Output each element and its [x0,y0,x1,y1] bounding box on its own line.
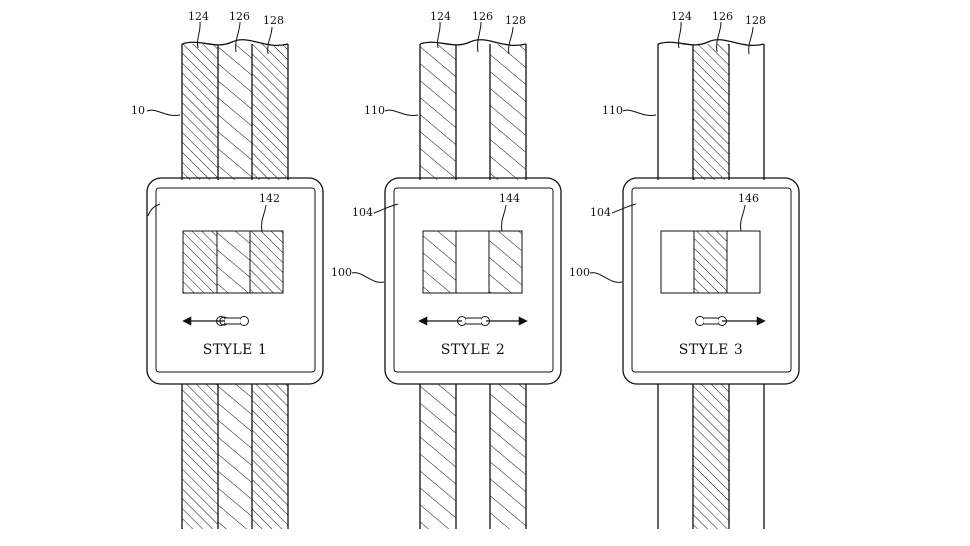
ref-housing: 104 [590,206,611,219]
ref-swatch: 144 [499,192,520,205]
scroll-indicator [182,316,249,326]
watch-style-2: STYLE 2 124 126 128 110 104 100 144 [331,10,562,529]
style-label: STYLE 2 [441,342,506,358]
ref-band-mid: 126 [712,10,733,23]
ref-band-left: 124 [188,10,209,23]
band-torn-edge [182,30,288,46]
ref-body: 100 [331,266,352,279]
ref-swatch: 142 [259,192,280,205]
band-top [657,30,765,180]
ref-band-mid: 126 [229,10,250,23]
watch-display [631,187,792,373]
watch-display [155,187,316,373]
band-bottom [181,384,289,529]
ref-housing: 104 [352,206,373,219]
band-top [181,30,289,180]
ref-band-left: 124 [430,10,451,23]
ref-band-left: 124 [671,10,692,23]
ref-band-mid: 126 [472,10,493,23]
watch-housing [146,177,324,385]
ref-band: 10 [131,104,145,117]
style-swatch [660,230,761,294]
watch-style-1: STYLE 1 124 126 128 10 142 [131,10,324,529]
band-top [419,30,527,180]
style-swatch [422,230,523,294]
scroll-indicator [695,316,766,326]
ref-body: 100 [569,266,590,279]
watch-display [393,187,554,373]
style-swatch [182,230,284,294]
watch-style-3: STYLE 3 124 126 128 110 104 100 146 [569,10,800,529]
ref-band-right: 128 [263,14,284,27]
band-bottom [419,384,527,529]
band-bottom [657,384,765,529]
watch-housing [384,177,562,385]
ref-band: 110 [602,104,623,117]
ref-band: 110 [364,104,385,117]
style-label: STYLE 1 [203,342,268,358]
scroll-indicator [418,316,528,326]
style-label: STYLE 3 [679,342,744,358]
ref-band-right: 128 [745,14,766,27]
ref-band-right: 128 [505,14,526,27]
watch-housing [622,177,800,385]
ref-swatch: 146 [738,192,759,205]
